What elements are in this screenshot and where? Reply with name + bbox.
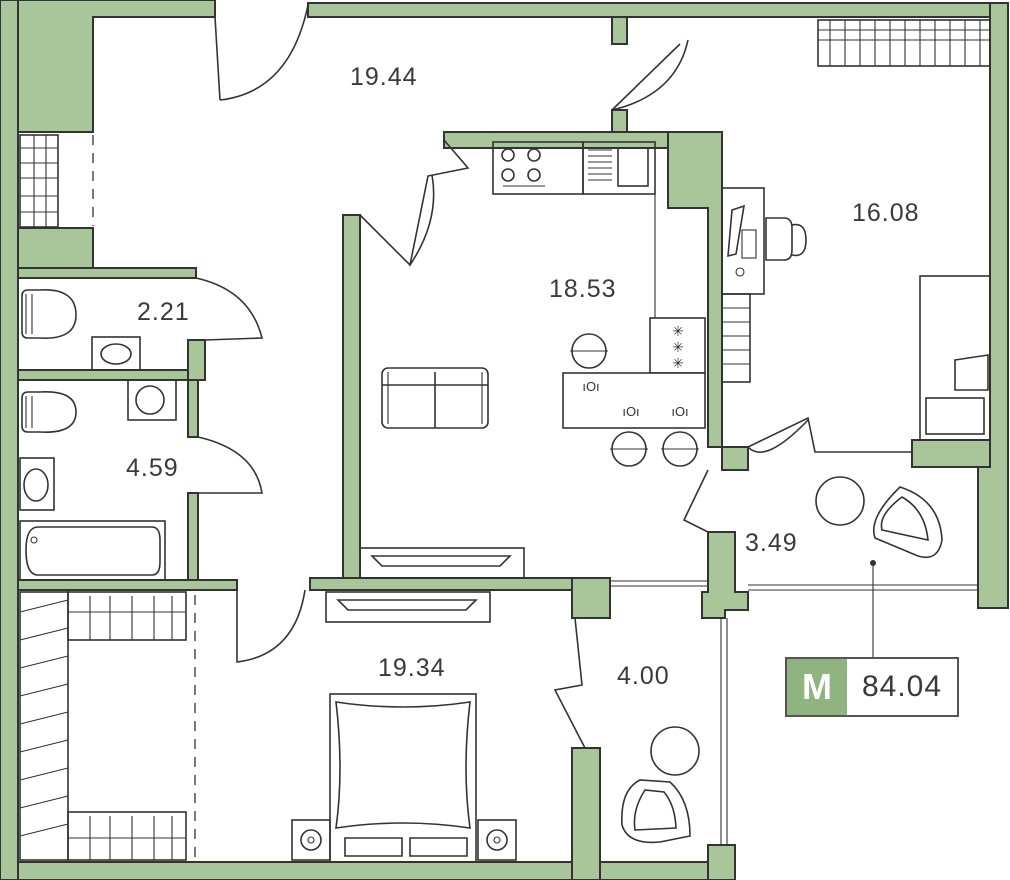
badge-letter: M [787,659,847,715]
badge-pointer-dot [870,560,876,566]
radiator-icon [817,19,991,67]
windows [18,131,978,845]
wardrobe-icon [19,134,59,228]
sofa-icon [381,367,489,429]
svg-text:ıOı: ıOı [671,404,688,419]
kitchen-sink-icon [582,141,656,195]
desk-icon [721,187,807,383]
round-table-icon [650,476,865,776]
svg-text:✳: ✳ [672,339,684,355]
badge-total-area: 84.04 [861,670,943,703]
area-balcony-right: 3.49 [745,529,798,557]
svg-text:✳: ✳ [672,355,684,371]
door-swing-icon [195,4,912,749]
toilet-icon [21,289,77,433]
area-kitchen-living: 18.53 [549,275,617,303]
total-area-badge: M 84.04 [785,657,959,717]
sink-icon [19,336,141,511]
double-bed-icon [329,693,477,863]
stove-icon [492,141,584,195]
area-balcony-small: 4.00 [617,662,670,690]
nightstand-icon [291,819,517,861]
area-hall: 19.44 [350,63,418,91]
area-bedroom-right: 16.08 [852,199,920,227]
wardrobe-icon [19,591,196,861]
area-wc: 2.21 [137,298,190,326]
bathtub-icon [19,520,166,581]
bed-icon [919,275,991,441]
area-bathroom: 4.59 [126,454,179,482]
svg-text:ıOı: ıOı [622,404,639,419]
svg-text:✳: ✳ [672,323,684,339]
tv-stand-icon [325,547,525,623]
cooker-hood-icon: ✳ ✳ ✳ [649,317,706,374]
washer-icon [127,379,177,421]
svg-text:ıOı: ıOı [582,379,599,394]
area-bedroom-main: 19.34 [378,654,446,682]
dining-table-icon: ıOı ıOı ıOı [562,372,706,429]
chair-icon [570,333,699,467]
armchair-icon [621,486,943,844]
